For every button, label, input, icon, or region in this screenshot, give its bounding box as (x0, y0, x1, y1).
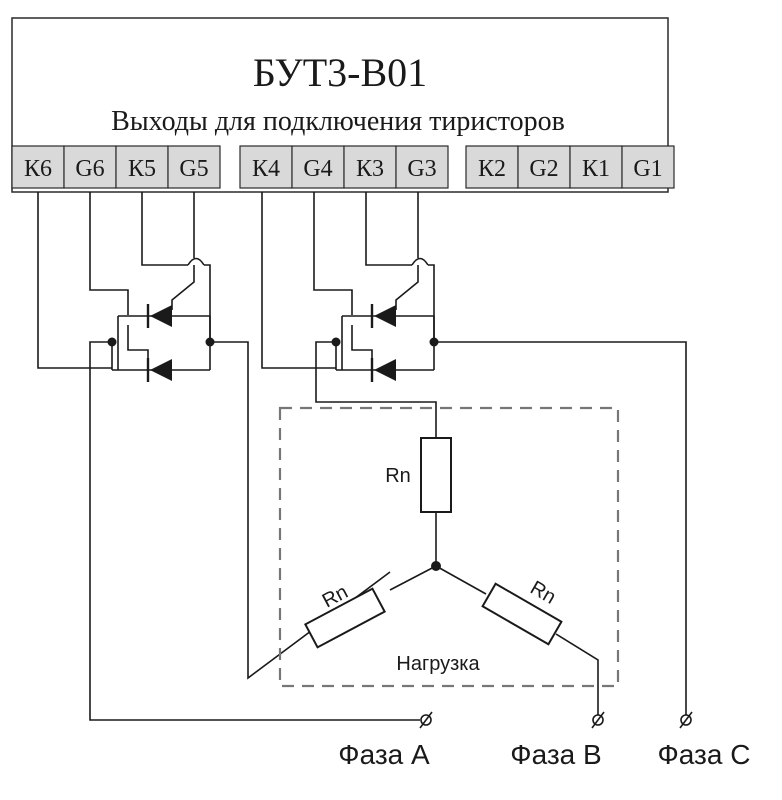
terminal-label: К4 (252, 156, 280, 182)
phase-a-label: Фаза A (338, 739, 430, 770)
terminal-label: G3 (407, 156, 436, 182)
terminal-label: G5 (179, 156, 208, 182)
terminal-label: G6 (75, 156, 104, 182)
terminal-box (343, 145, 397, 189)
terminal-box (167, 145, 221, 189)
terminal-label: К5 (128, 156, 156, 182)
phase-b-label: Фаза B (510, 739, 601, 770)
terminal-label: G4 (303, 156, 332, 182)
terminal-label: К1 (582, 156, 610, 182)
phase-b-terminal (591, 711, 605, 729)
terminal-box (569, 145, 623, 189)
load-boundary (278, 406, 620, 688)
resistor-top (420, 437, 452, 513)
thyristor-pair-1 (37, 192, 420, 721)
thyristor-icon (150, 359, 172, 381)
device-subtitle: Выходы для подключения тиристоров (111, 106, 565, 137)
thyristor-icon (374, 359, 396, 381)
terminal-box (465, 145, 519, 189)
device-title: БУТ3-В01 (253, 50, 427, 95)
terminal-label: К6 (24, 156, 52, 182)
phase-c-terminal (679, 711, 693, 729)
terminal-strip: К6 G6 К5 G5 К4 G4 К3 G3 К2 G2 К1 G1 (11, 145, 675, 189)
terminal-box (621, 145, 675, 189)
terminal-box (291, 145, 345, 189)
phase-a-terminal (419, 711, 433, 729)
terminal-label: К2 (478, 156, 506, 182)
thyristor-icon (374, 305, 396, 327)
load-label: Нагрузка (396, 653, 480, 675)
terminal-box (11, 145, 65, 189)
terminal-box (239, 145, 293, 189)
terminal-label: К3 (356, 156, 384, 182)
resistor-right (481, 582, 563, 646)
resistor-top-label: Rn (385, 465, 411, 487)
phase-c-label: Фаза C (658, 739, 751, 770)
thyristor-icon (150, 305, 172, 327)
terminal-box (395, 145, 449, 189)
terminal-box (63, 145, 117, 189)
thyristor-pair-2 (261, 192, 687, 718)
terminal-label: G1 (633, 156, 662, 182)
resistor-left (303, 587, 387, 649)
terminal-label: G2 (529, 156, 558, 182)
